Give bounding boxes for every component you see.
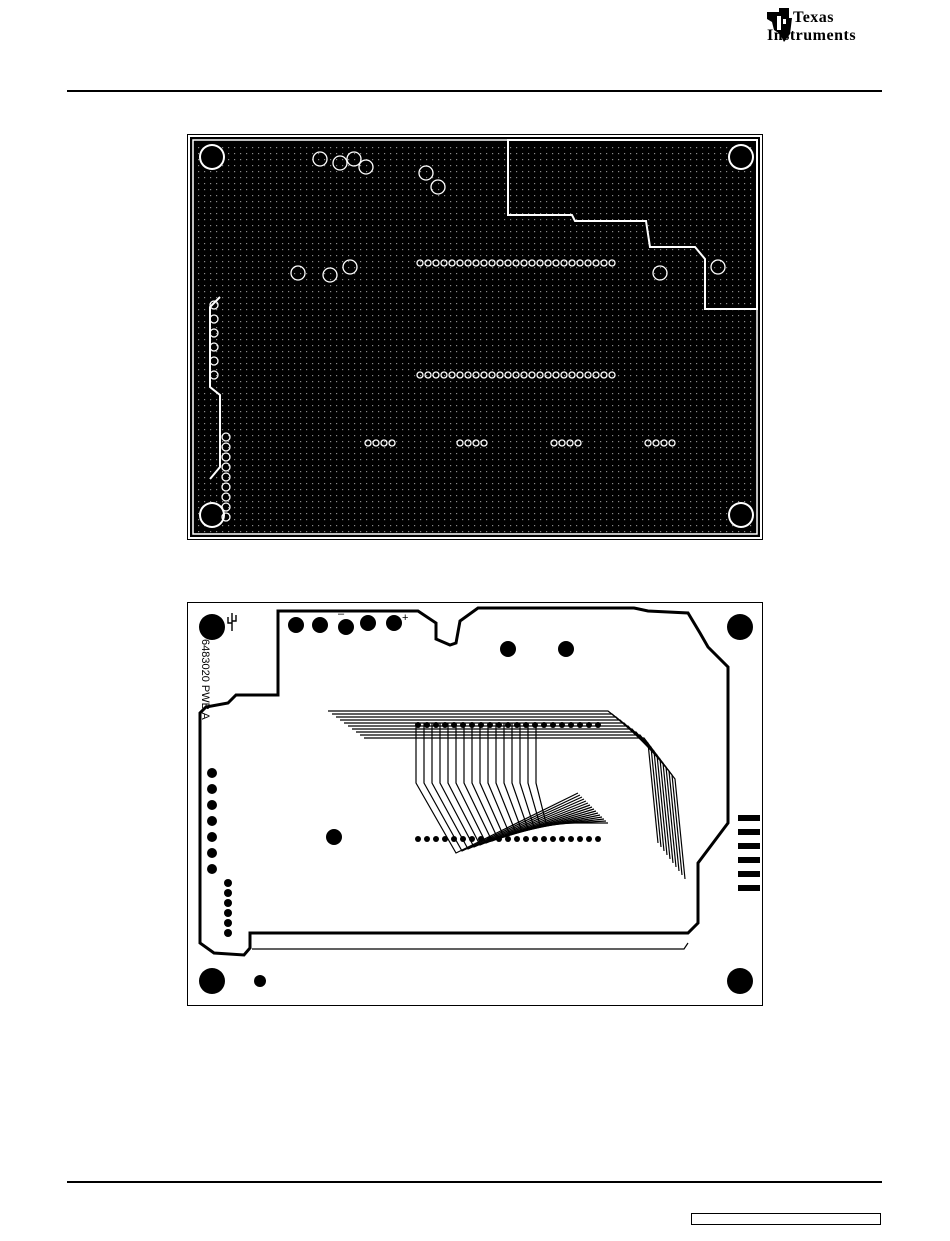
footer-rule bbox=[67, 1181, 882, 1183]
plus-label: + bbox=[402, 612, 408, 624]
minus-label: – bbox=[338, 608, 345, 620]
pcb-bottom-layer-image: 6483020 PWB A – + bbox=[188, 603, 762, 1005]
pcb-top-layer-figure bbox=[187, 134, 763, 540]
pcb-bottom-layer-figure: 6483020 PWB A – + bbox=[187, 602, 763, 1006]
header-rule bbox=[67, 90, 882, 92]
brand-line2: Instruments bbox=[767, 27, 856, 45]
pcb-top-layer-image bbox=[190, 137, 760, 537]
silkscreen-label: 6483020 PWB A bbox=[199, 639, 211, 720]
document-id-box bbox=[691, 1213, 881, 1225]
brand-line1: Texas bbox=[793, 9, 834, 27]
